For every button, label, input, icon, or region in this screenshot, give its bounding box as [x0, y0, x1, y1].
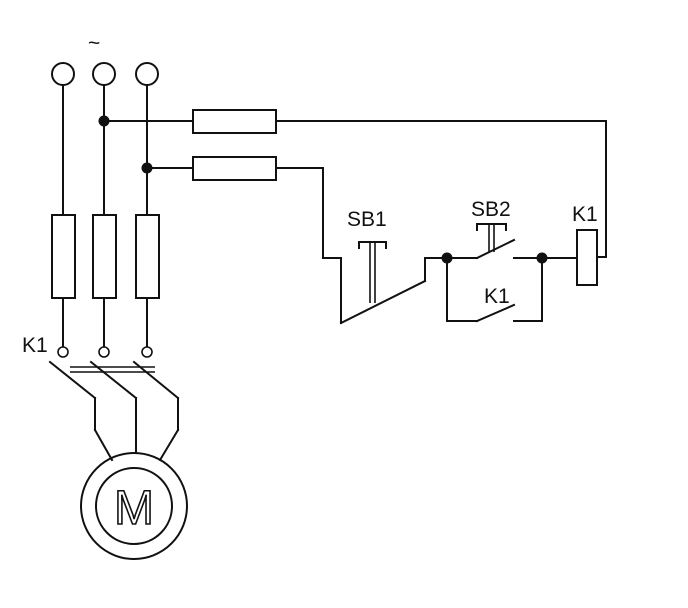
- main-contacts-k1: [48, 346, 180, 400]
- motor: M: [80, 452, 188, 560]
- control-top-line: [103, 109, 607, 258]
- hold-contact-k1: [446, 257, 543, 323]
- control-fuse-bottom: [192, 156, 277, 181]
- main-contact-terminal-l1: [57, 346, 69, 358]
- control-bottom-line: [146, 156, 342, 259]
- terminal-l2: [92, 62, 116, 86]
- terminal-l1: [51, 62, 75, 86]
- contactor-coil-k1: [541, 229, 598, 286]
- contactor-coil-label: K1: [572, 203, 598, 226]
- fuse-l1: [51, 214, 76, 299]
- motor-outer-ring: [80, 452, 188, 560]
- stop-button-sb1: [339, 241, 448, 325]
- control-fuse-top: [192, 109, 277, 134]
- stop-button-label: SB1: [347, 208, 387, 231]
- fuse-l2: [92, 214, 117, 299]
- start-button-sb2: [446, 223, 543, 260]
- motor-label: M: [114, 482, 154, 535]
- motor-leads: [93, 397, 180, 462]
- terminal-l3: [135, 62, 159, 86]
- supply-terminals: [51, 62, 159, 86]
- hold-contact-label: K1: [484, 285, 510, 308]
- coil-body: [576, 229, 598, 286]
- fuse-l3: [135, 214, 160, 299]
- main-contact-terminal-l2: [98, 346, 110, 358]
- phase-wires: [62, 84, 148, 347]
- start-button-label: SB2: [471, 198, 511, 221]
- main-contacts-label: K1: [22, 334, 48, 357]
- motor-inner-ring: [95, 467, 173, 545]
- ac-symbol: ~: [88, 32, 100, 55]
- main-fuses: [51, 214, 160, 299]
- main-contact-terminal-l3: [141, 346, 153, 358]
